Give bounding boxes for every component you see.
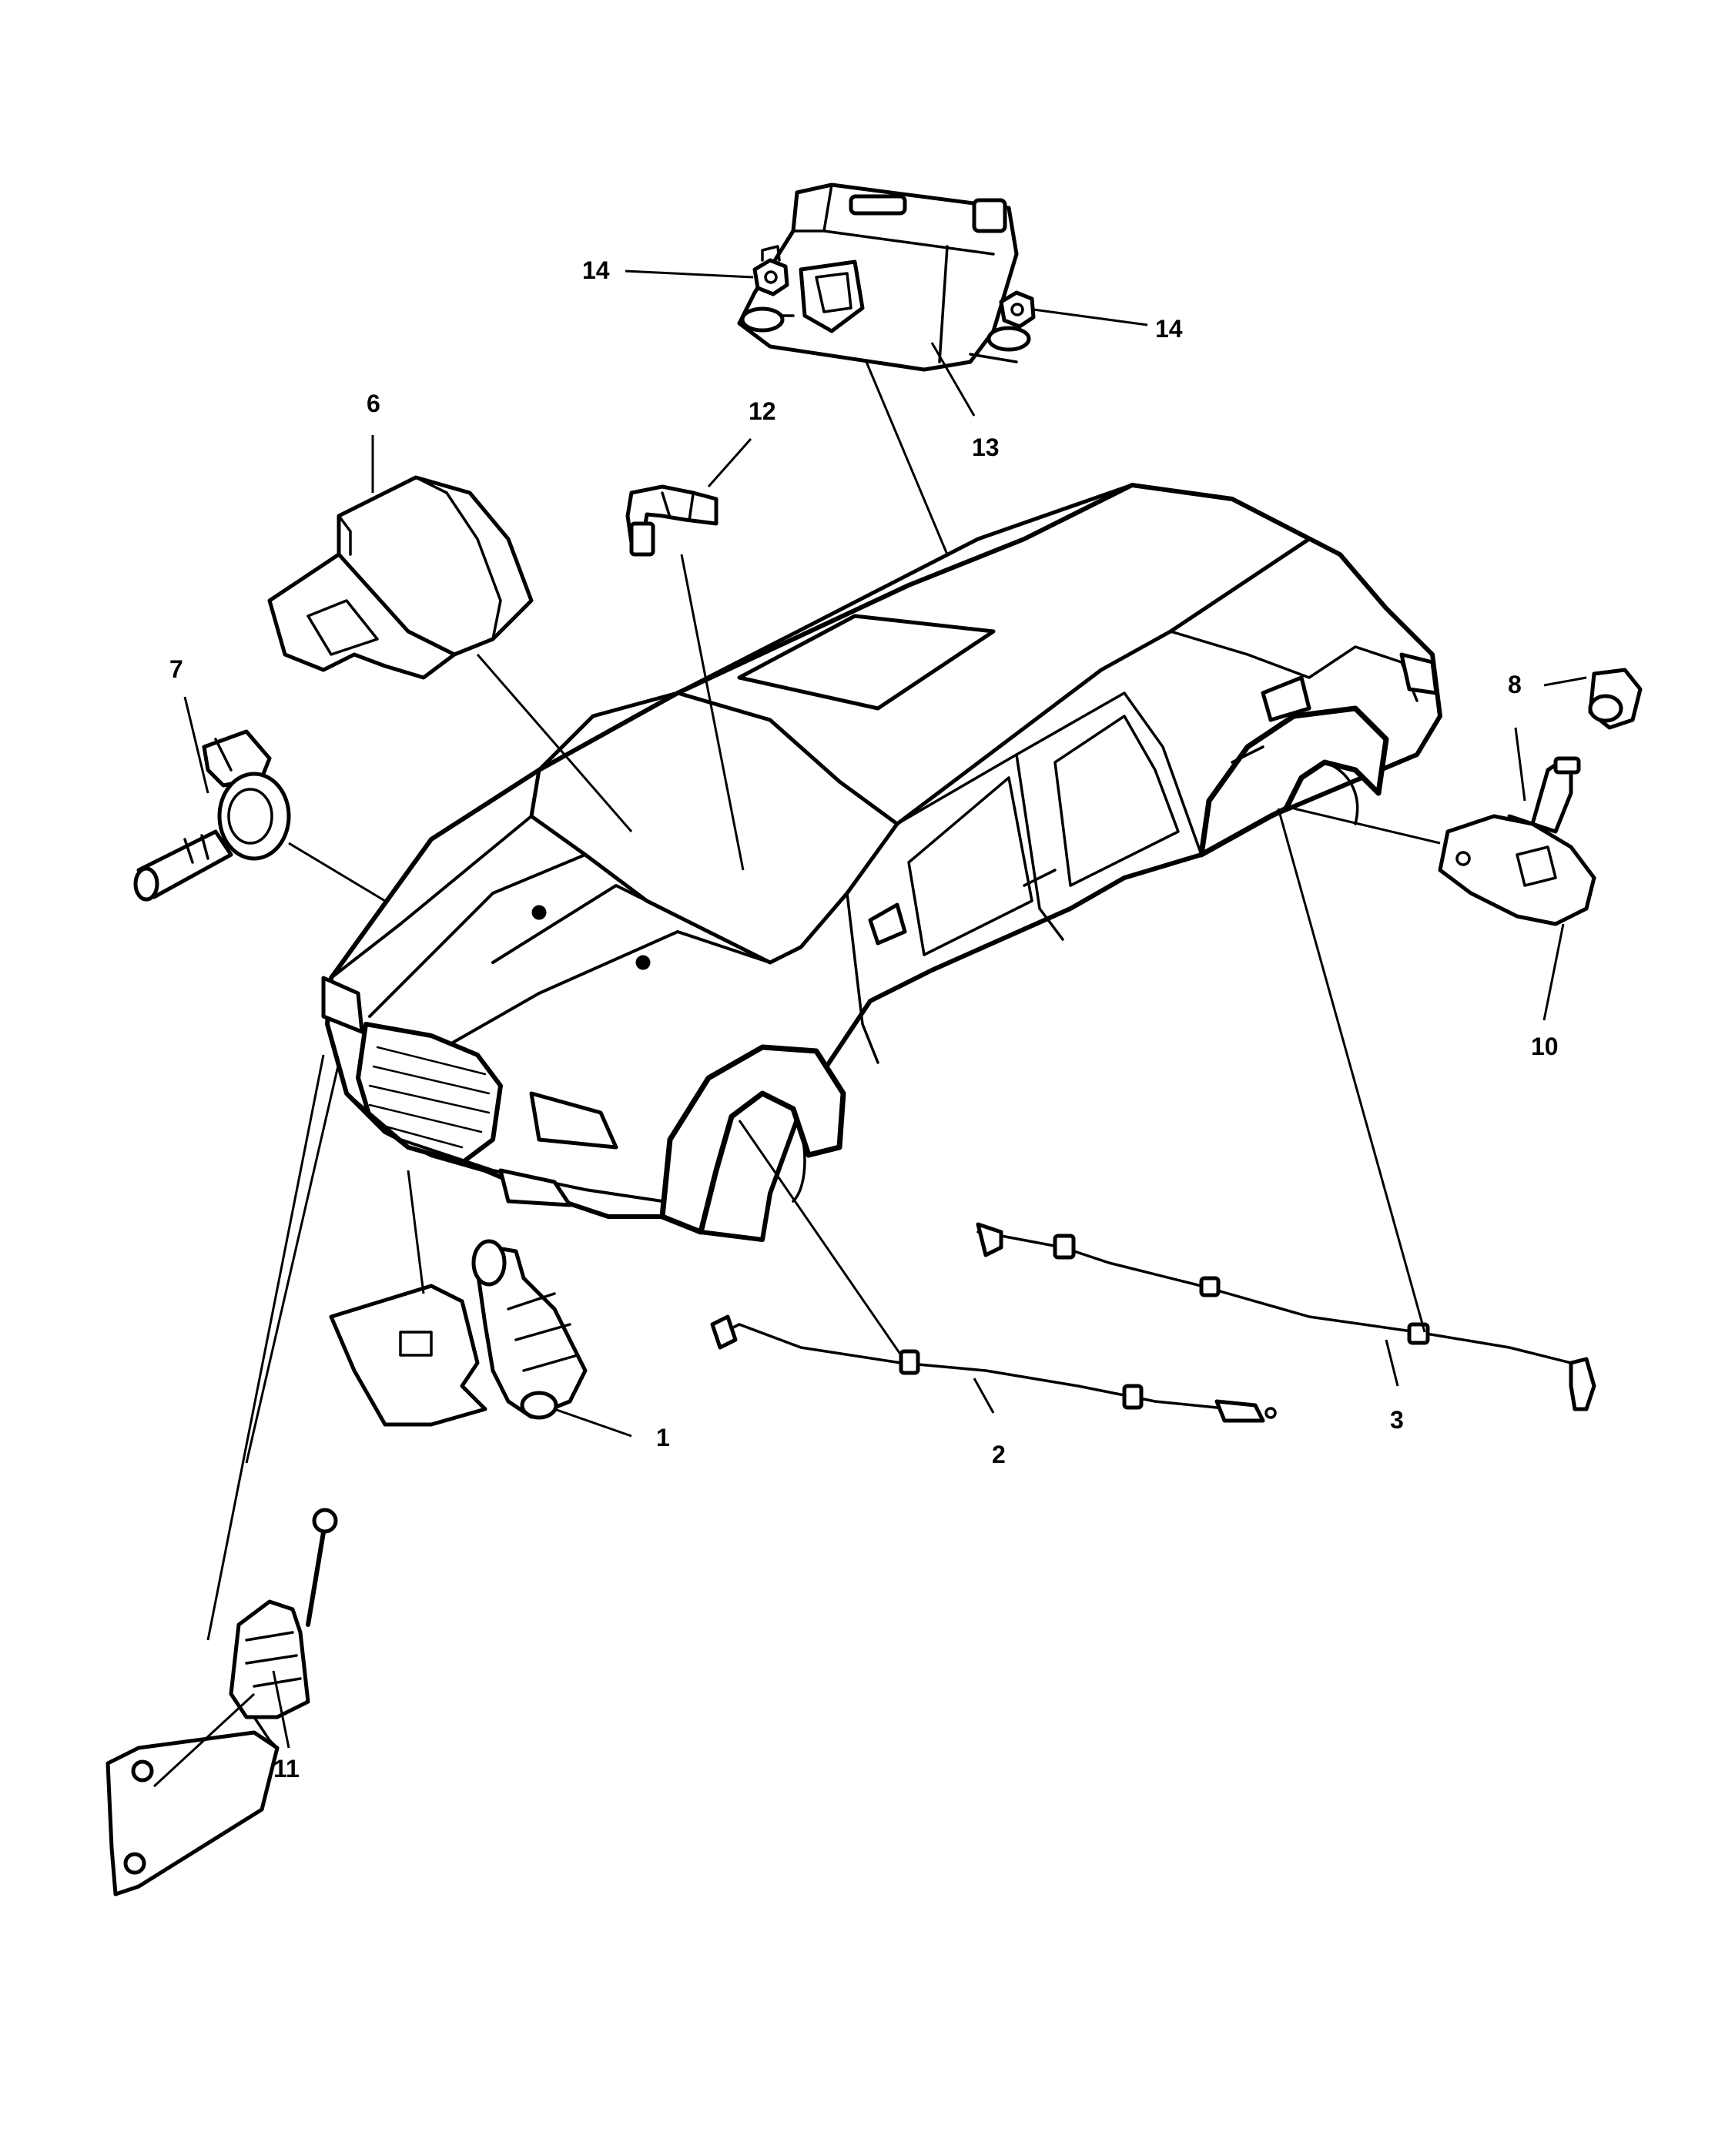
part-13-sensor-module <box>737 182 1031 372</box>
leader-12 <box>707 438 752 487</box>
part-1-sensor <box>329 1239 588 1427</box>
leader-10-car <box>1293 807 1441 845</box>
part-7-sensor <box>133 729 291 902</box>
leader-11-car-b <box>245 1062 340 1464</box>
leader-14-right <box>1033 308 1148 326</box>
part-14-nut-right <box>999 290 1036 329</box>
callout-10: 10 <box>1531 1033 1559 1060</box>
part-10-tire-sensor <box>1438 756 1596 926</box>
callout-11: 11 <box>273 1755 300 1783</box>
callout-14-left: 14 <box>582 256 610 284</box>
part-6-module <box>267 475 534 680</box>
part-11-height-sensor <box>106 1508 338 1897</box>
callout-labels: 1 2 3 6 7 8 10 11 12 13 14 14 <box>169 256 1559 1783</box>
leader-13-car <box>865 361 949 555</box>
leader-8-sensor <box>1514 727 1526 802</box>
leader-1 <box>554 1408 632 1438</box>
part-8-valve-cap <box>1588 668 1643 730</box>
part-3-wheel-speed-sensor <box>976 1222 1596 1411</box>
leader-2 <box>738 1120 903 1356</box>
leader-11-car <box>206 1054 325 1641</box>
leader-1-car <box>407 1170 425 1294</box>
leader-8 <box>1543 676 1587 687</box>
leader-6-car <box>476 654 633 832</box>
leader-13 <box>930 342 976 417</box>
leader-7-car <box>288 842 386 902</box>
callout-7: 7 <box>169 655 183 683</box>
callout-2: 2 <box>992 1441 1006 1468</box>
leader-7 <box>183 696 209 794</box>
leader-11 <box>272 1670 290 1749</box>
callout-13: 13 <box>972 434 1000 461</box>
leader-lines <box>152 270 1587 1788</box>
callout-8: 8 <box>1508 671 1522 698</box>
leader-3-tick <box>1385 1339 1399 1387</box>
callout-3: 3 <box>1390 1406 1404 1434</box>
callout-12: 12 <box>749 397 776 425</box>
callout-1: 1 <box>656 1424 670 1451</box>
callout-6: 6 <box>367 390 380 417</box>
leader-12-car <box>680 554 745 871</box>
leader-11-bracket <box>152 1692 256 1788</box>
callout-14-right: 14 <box>1155 315 1183 343</box>
leader-3 <box>1277 808 1426 1333</box>
leader-10 <box>1542 923 1565 1021</box>
part-2-wheel-speed-sensor <box>710 1314 1277 1423</box>
part-14-nut-left <box>752 245 789 296</box>
part-12-sensor <box>625 484 718 557</box>
vehicle-body <box>321 483 1442 1242</box>
leader-2-tick <box>973 1378 995 1414</box>
leader-14-left <box>625 270 754 279</box>
